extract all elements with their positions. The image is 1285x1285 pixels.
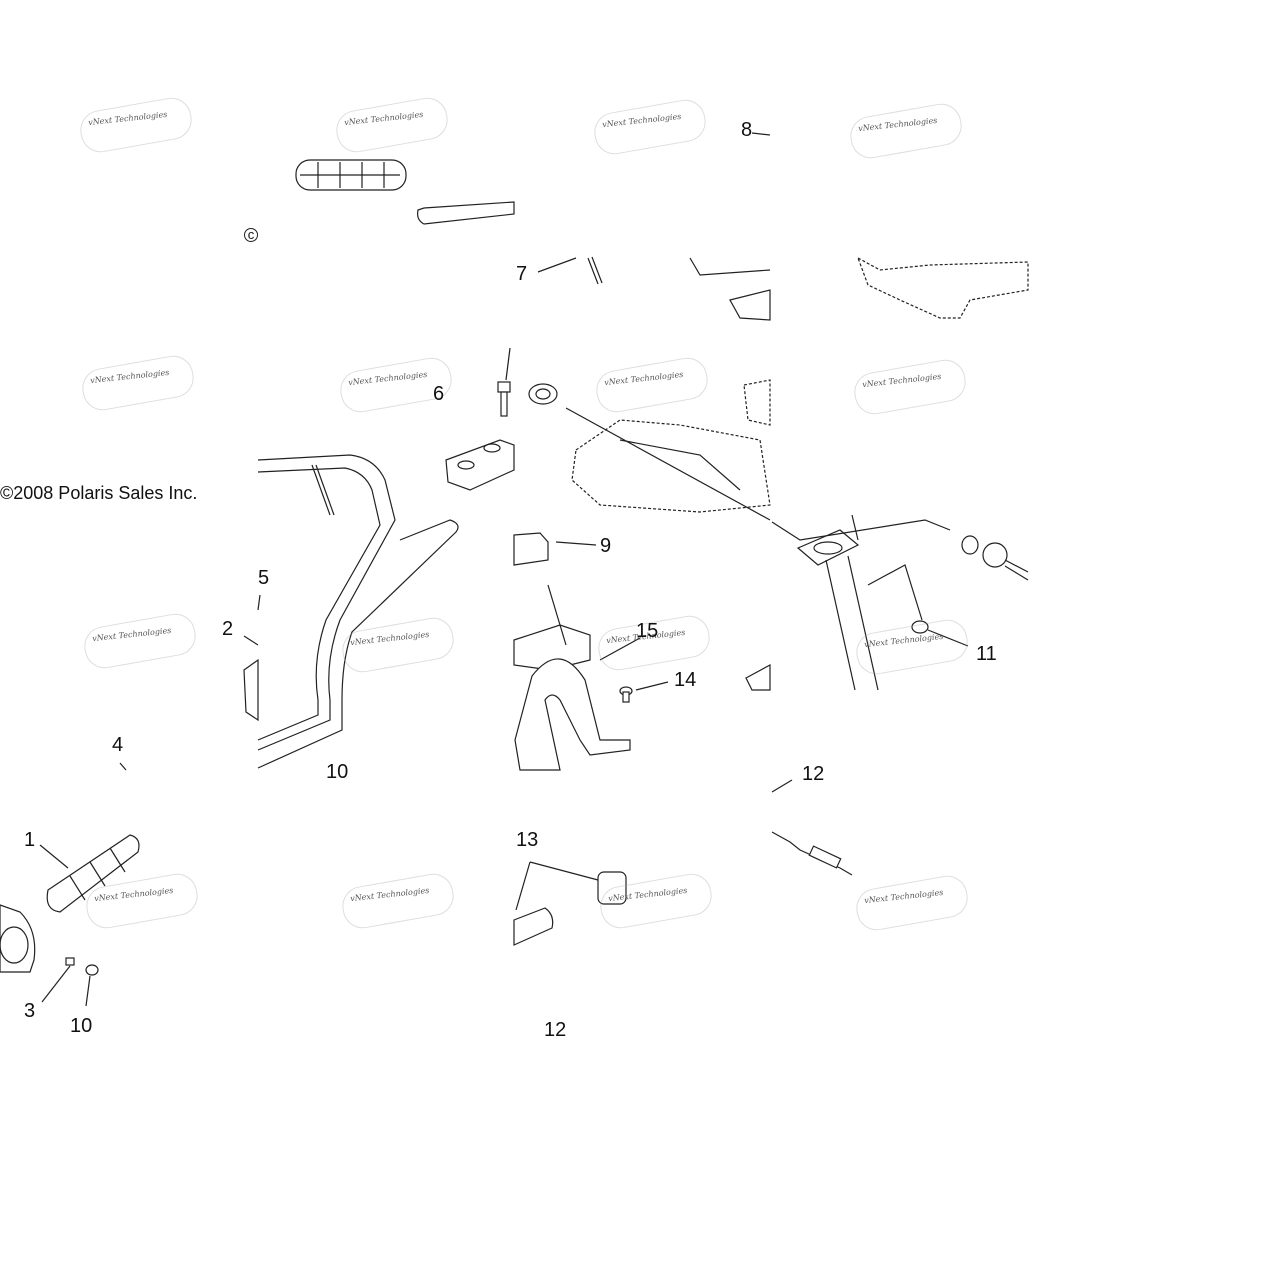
nut	[911, 620, 929, 634]
watermark: vNext Technologies	[847, 100, 965, 162]
callout-15: 15	[636, 620, 659, 642]
callout-10-bottom: 10	[70, 1015, 93, 1037]
watermark: vNext Technologies	[593, 354, 711, 416]
callout-14: 14	[674, 669, 697, 691]
watermark: vNext Technologies	[851, 356, 969, 418]
washer	[528, 383, 558, 405]
handlebar-grip-bottom	[46, 834, 140, 913]
screw	[65, 957, 75, 966]
throttle-cable	[771, 831, 853, 876]
rod	[587, 257, 599, 285]
watermark: vNext Technologies	[79, 352, 197, 414]
callout-3: 3	[24, 1000, 36, 1022]
watermark: vNext Technologies	[77, 94, 195, 156]
bolt	[497, 381, 511, 417]
watermark: vNext Technologies	[853, 616, 971, 678]
watermark: vNext Technologies	[853, 872, 971, 934]
callout-4: 4	[112, 734, 124, 756]
callout-13: 13	[516, 829, 539, 851]
callout-1: 1	[24, 829, 36, 851]
handlebar-end-top	[417, 201, 515, 225]
callout-2: 2	[222, 618, 234, 640]
callout-12-top: 12	[802, 763, 825, 785]
bushing	[85, 964, 99, 976]
callout-9: 9	[600, 535, 612, 557]
bolt-14	[619, 686, 633, 703]
watermark: vNext Technologies	[83, 870, 201, 932]
callout-11: 11	[976, 643, 997, 665]
watermark: vNext Technologies	[333, 94, 451, 156]
callout-8: 8	[741, 119, 753, 141]
frame-panel	[565, 407, 771, 521]
callout-7: 7	[516, 263, 528, 285]
switch-housing	[513, 871, 627, 946]
watermark: vNext Technologies	[339, 614, 457, 676]
handlebar	[257, 454, 459, 769]
watermark: vNext Technologies	[591, 96, 709, 158]
callout-6: 6	[433, 383, 445, 405]
handlebar-clamp	[445, 439, 515, 491]
callout-12-bottom: 12	[544, 1019, 567, 1041]
watermark: vNext Technologies	[81, 610, 199, 672]
callout-10-top: 10	[326, 761, 349, 783]
ignition-switch	[961, 535, 1029, 581]
handlebar-grip-top	[295, 159, 407, 191]
watermark: vNext Technologies	[339, 870, 457, 932]
callout-5: 5	[258, 567, 270, 589]
watermark: vNext Technologies	[597, 870, 715, 932]
steering-bracket	[513, 532, 631, 771]
copyright-notice: ©2008 Polaris Sales Inc.	[0, 483, 198, 503]
small-mark: c	[244, 228, 258, 242]
frame-rear	[856, 256, 1029, 319]
